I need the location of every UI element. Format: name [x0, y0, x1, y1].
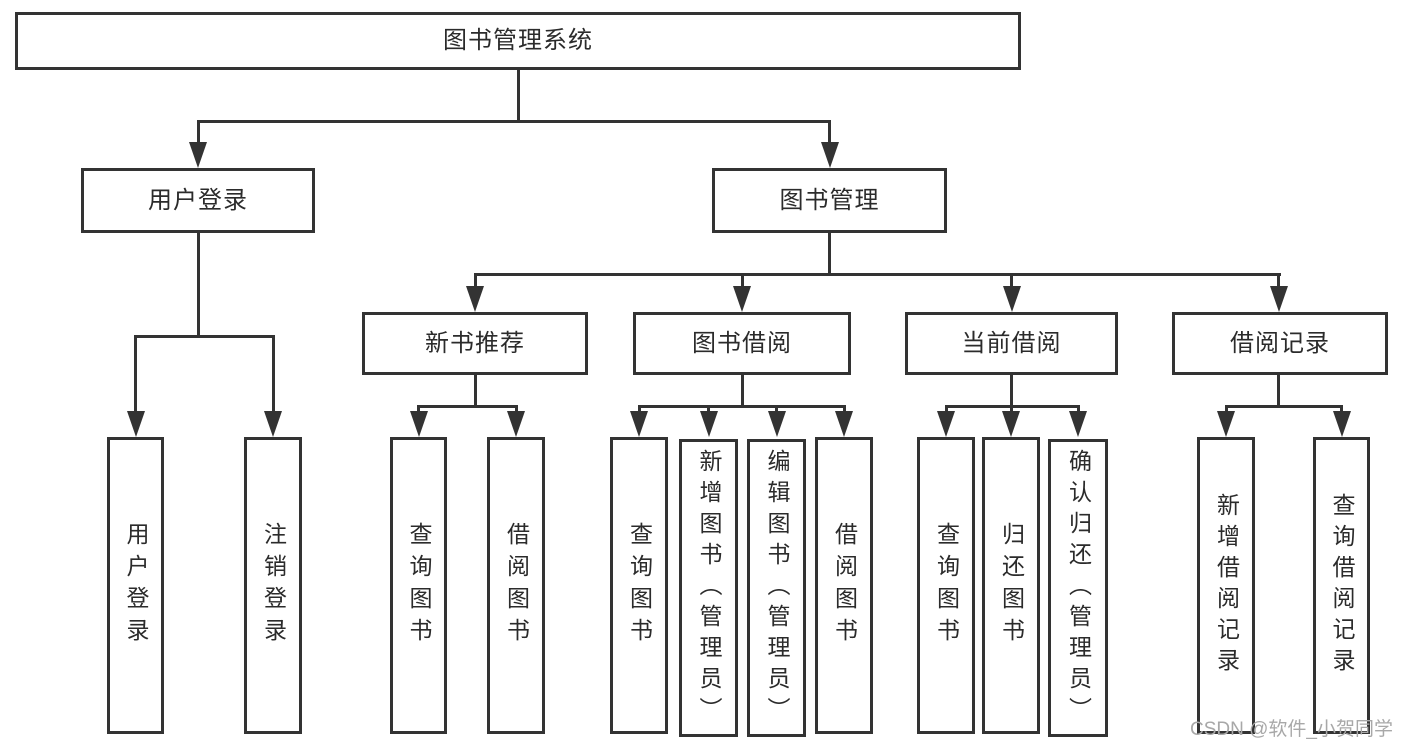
connector-bus-borrow — [637, 405, 845, 408]
connector-drop-borrow-records — [1277, 273, 1280, 288]
leaf-add-borrow-record-label: 新增借阅记录 — [1213, 492, 1240, 679]
leaf-logout-label: 注销登录 — [260, 521, 287, 650]
arrowhead-leaf-logout — [264, 411, 282, 437]
connector-bus-user-login — [134, 335, 275, 338]
arrowhead-current-borrow — [1002, 286, 1021, 312]
connector-records-feed — [1277, 375, 1280, 405]
arrowhead-query-current — [937, 411, 955, 437]
connector-drop-add-record — [1224, 405, 1228, 414]
connector-drop-confirm-return — [1076, 405, 1080, 414]
connector-drop-current-borrow — [1010, 273, 1013, 288]
connector-drop-borrow-recommend — [514, 405, 518, 414]
leaf-borrow-books-label: 借阅图书 — [831, 521, 858, 650]
node-book-borrow-label: 图书借阅 — [692, 329, 792, 357]
connector-drop-query-current — [944, 405, 948, 414]
leaf-add-borrow-record: 新增借阅记录 — [1197, 437, 1255, 734]
arrowhead-edit-books — [767, 411, 786, 437]
connector-bus-recommend — [417, 405, 518, 408]
connector-bus-level3 — [473, 273, 1281, 276]
node-current-borrow: 当前借阅 — [905, 312, 1118, 375]
leaf-query-books-recommend: 查询图书 — [390, 437, 447, 734]
connector-drop-query-recommend — [417, 405, 420, 414]
leaf-query-books-current-label: 查询图书 — [933, 521, 960, 650]
connector-bus-level2 — [197, 120, 831, 123]
leaf-add-books-admin: 新增图书（管理员） — [679, 439, 738, 737]
leaf-query-books-recommend-label: 查询图书 — [406, 521, 432, 650]
connector-bus-records — [1224, 405, 1342, 408]
leaf-borrow-books-recommend-label: 借阅图书 — [503, 521, 530, 650]
leaf-logout: 注销登录 — [244, 437, 302, 734]
connector-recommend-feed — [473, 375, 477, 405]
node-new-book-recommend-label: 新书推荐 — [425, 329, 525, 357]
leaf-borrow-books-recommend: 借阅图书 — [487, 437, 545, 734]
arrowhead-query-borrow — [630, 411, 648, 437]
connector-drop-return-books — [1009, 405, 1013, 414]
node-borrow-records-label: 借阅记录 — [1230, 329, 1330, 357]
arrowhead-query-record — [1332, 411, 1351, 437]
arrowhead-confirm-return — [1069, 411, 1087, 437]
arrowhead-user-login — [189, 142, 207, 168]
node-book-borrow: 图书借阅 — [633, 312, 851, 375]
node-root-label: 图书管理系统 — [443, 27, 593, 54]
node-user-login: 用户登录 — [81, 168, 315, 233]
arrowhead-book-borrow — [733, 286, 751, 312]
arrowhead-new-book-recommend — [466, 286, 484, 312]
connector-drop-new-book-recommend — [473, 273, 477, 288]
connector-drop-borrow-books — [842, 405, 846, 414]
connector-drop-query-borrow — [637, 405, 641, 414]
leaf-user-login-label: 用户登录 — [123, 521, 149, 650]
leaf-query-books-borrow: 查询图书 — [610, 437, 668, 734]
watermark: CSDN @软件_小贺同学 — [1190, 719, 1393, 740]
leaf-add-books-admin-label: 新增图书（管理员） — [696, 448, 722, 728]
connector-drop-query-record — [1340, 405, 1343, 414]
leaf-confirm-return-admin: 确认归还（管理员） — [1048, 439, 1108, 737]
node-new-book-recommend: 新书推荐 — [362, 312, 588, 375]
leaf-user-login: 用户登录 — [107, 437, 164, 734]
node-book-management-label: 图书管理 — [779, 186, 880, 214]
arrowhead-borrow-recommend — [507, 411, 525, 437]
connector-drop-leaf-user-login — [134, 335, 137, 413]
connector-drop-add-books — [707, 405, 710, 414]
connector-book-management-feed — [828, 233, 831, 273]
arrowhead-query-recommend — [409, 411, 428, 437]
node-book-management: 图书管理 — [712, 168, 947, 233]
connector-drop-leaf-logout — [271, 335, 275, 413]
leaf-edit-books-admin-label: 编辑图书（管理员） — [764, 448, 790, 728]
connector-drop-book-management — [828, 120, 831, 144]
leaf-query-borrow-record: 查询借阅记录 — [1313, 437, 1370, 734]
arrowhead-return-books — [1002, 411, 1020, 437]
arrowhead-add-books — [699, 411, 718, 437]
arrowhead-book-management — [820, 142, 839, 168]
node-current-borrow-label: 当前借阅 — [961, 329, 1062, 357]
connector-user-login-feed — [196, 233, 200, 335]
arrowhead-add-record — [1217, 411, 1235, 437]
leaf-borrow-books: 借阅图书 — [815, 437, 873, 734]
connector-drop-user-login — [196, 120, 200, 144]
leaf-query-books-borrow-label: 查询图书 — [626, 521, 653, 650]
node-root: 图书管理系统 — [15, 12, 1021, 70]
node-borrow-records: 借阅记录 — [1172, 312, 1388, 375]
connector-root-feed — [516, 70, 520, 121]
leaf-confirm-return-admin-label: 确认归还（管理员） — [1065, 448, 1092, 728]
connector-drop-edit-books — [775, 405, 778, 414]
leaf-return-books-label: 归还图书 — [998, 521, 1025, 650]
connector-borrow-feed — [740, 375, 744, 405]
connector-drop-book-borrow — [740, 273, 744, 288]
leaf-edit-books-admin: 编辑图书（管理员） — [747, 439, 806, 737]
leaf-return-books: 归还图书 — [982, 437, 1040, 734]
arrowhead-borrow-records — [1269, 286, 1288, 312]
connector-current-feed — [1010, 375, 1013, 405]
leaf-query-books-current: 查询图书 — [917, 437, 975, 734]
arrowhead-borrow-books — [835, 411, 853, 437]
arrowhead-leaf-user-login — [126, 411, 145, 437]
node-user-login-label: 用户登录 — [148, 186, 248, 214]
leaf-query-borrow-record-label: 查询借阅记录 — [1329, 492, 1355, 679]
